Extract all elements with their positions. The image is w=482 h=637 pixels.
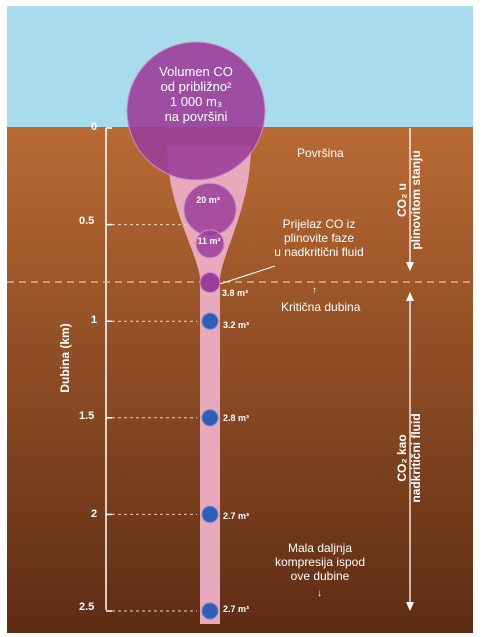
supercritical-label: CO₂ kao nadkritični fluid xyxy=(395,408,423,508)
gas-bracket-arrow xyxy=(406,262,414,271)
co2-column xyxy=(167,146,251,624)
volume-label-2-8: 2.8 m³ xyxy=(223,413,250,423)
transition-line-1: Prijelaz CO iz xyxy=(282,217,356,231)
volume-bubble xyxy=(201,505,219,523)
volume-bubbles xyxy=(183,182,237,620)
surface-bubble-line-3: 1 000 m₃ xyxy=(169,94,223,109)
fluid-bracket-arrow-down xyxy=(406,602,414,611)
transition-line-2: plinovite faze xyxy=(283,231,355,245)
volume-label-11: 11 m³ xyxy=(197,236,221,246)
compression-line-2: kompresija ispod xyxy=(274,555,366,569)
gas-state-label: CO₂ u plinovitom stanju xyxy=(395,150,423,250)
surface-label: Površina xyxy=(297,146,344,160)
transition-line-3: u nadkritični fluid xyxy=(274,245,364,259)
tick-label-0-5: 0.5 xyxy=(79,215,95,227)
tick-label-2: 2 xyxy=(91,508,98,520)
surface-volume-bubble xyxy=(126,41,266,181)
surface-bubble-line-1: Volumen CO xyxy=(159,64,233,79)
volume-label-20: 20 m³ xyxy=(196,195,220,205)
volume-bubble xyxy=(201,312,219,330)
gas-state-line-1: CO₂ u xyxy=(395,183,409,217)
transition-label: Prijelaz CO iz plinovite faze u nadkriti… xyxy=(259,217,379,259)
surface-bubble-line-2: od približno² xyxy=(160,79,232,94)
tick-label-1-5: 1.5 xyxy=(79,410,95,422)
up-arrow: ↑ xyxy=(312,285,317,296)
down-arrow: ↓ xyxy=(317,588,322,599)
depth-ticks xyxy=(106,127,197,612)
volume-bubble xyxy=(199,272,221,294)
tick-label-1: 1 xyxy=(91,314,98,326)
volume-label-2-7a: 2.7 m³ xyxy=(223,511,250,521)
volume-bubble xyxy=(183,182,237,236)
fluid-bracket-arrow-up xyxy=(406,292,414,301)
volume-bubble xyxy=(201,602,219,620)
critical-depth-label: Kritična dubina xyxy=(281,300,361,314)
volume-label-3-8: 3.8 m³ xyxy=(222,288,249,298)
transition-pointer xyxy=(219,265,276,285)
co2-depth-diagram: Volumen CO od približno² 1 000 m₃ na pov… xyxy=(7,6,473,633)
volume-bubble xyxy=(201,409,219,427)
gas-state-line-2: plinovitom stanju xyxy=(409,150,423,250)
supercritical-line-1: CO₂ kao xyxy=(395,434,409,482)
volume-label-3-2: 3.2 m³ xyxy=(223,320,250,330)
compression-label: Mala daljnja kompresija ispod ove dubine xyxy=(265,541,375,583)
surface-bubble-text: Volumen CO od približno² 1 000 m₃ na pov… xyxy=(146,64,246,124)
diagram-graphics xyxy=(7,6,473,633)
tick-label-0: 0 xyxy=(91,121,98,133)
volume-label-2-7b: 2.7 m³ xyxy=(223,604,250,614)
compression-line-3: ove dubine xyxy=(290,569,350,583)
tick-label-2-5: 2.5 xyxy=(79,601,95,613)
compression-line-1: Mala daljnja xyxy=(287,541,353,555)
volume-bubble xyxy=(195,229,225,259)
axis-label: Dubina (km) xyxy=(58,323,72,393)
supercritical-line-2: nadkritični fluid xyxy=(409,413,423,503)
surface-bubble-line-4: na površini xyxy=(164,109,228,124)
